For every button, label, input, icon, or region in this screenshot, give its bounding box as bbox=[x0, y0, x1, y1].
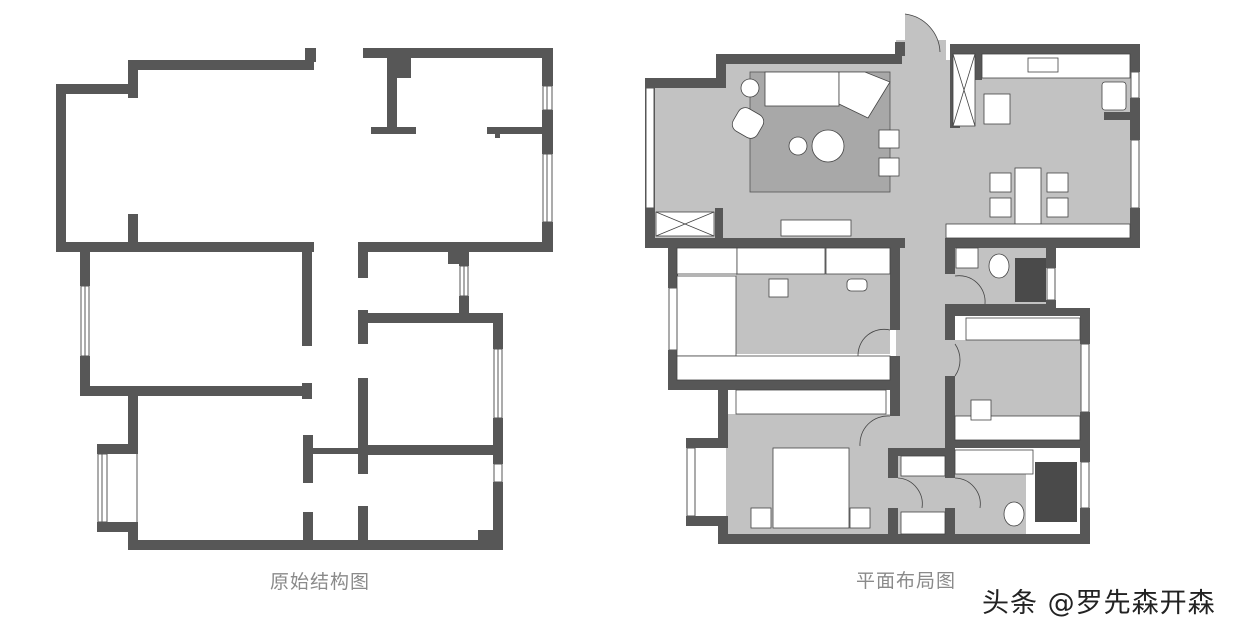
wardrobe bbox=[900, 455, 946, 477]
nightstand bbox=[750, 507, 772, 529]
sink bbox=[1101, 81, 1127, 111]
door-swings bbox=[857, 13, 986, 509]
nightstand bbox=[849, 507, 871, 529]
armchair bbox=[731, 107, 765, 139]
showers bbox=[1015, 258, 1077, 522]
wardrobe bbox=[965, 317, 1081, 341]
dining-table bbox=[1014, 167, 1042, 225]
bed bbox=[772, 447, 850, 529]
study-chair bbox=[970, 399, 992, 421]
dining-chair bbox=[1046, 197, 1069, 218]
layout-furniture bbox=[655, 53, 1131, 535]
dining-chair bbox=[989, 197, 1012, 218]
wardrobe bbox=[900, 511, 946, 535]
dining-chair bbox=[1046, 172, 1069, 193]
wardrobe bbox=[676, 355, 891, 381]
basin bbox=[955, 247, 979, 269]
watermark: 头条 @罗先森开森 bbox=[982, 588, 1216, 619]
dining-chair bbox=[989, 172, 1012, 193]
ottoman bbox=[878, 157, 900, 177]
original-walls bbox=[56, 48, 553, 550]
layout-plan-caption: 平面布局图 bbox=[856, 570, 957, 592]
piano bbox=[825, 247, 891, 275]
sofa bbox=[764, 71, 840, 107]
side-table bbox=[740, 78, 760, 98]
original-plan-caption: 原始结构图 bbox=[270, 571, 371, 593]
sideboard bbox=[945, 223, 1131, 239]
toilet bbox=[1003, 501, 1025, 527]
wardrobe bbox=[676, 247, 738, 275]
bunk-bed bbox=[676, 275, 737, 357]
tv-cabinet bbox=[780, 219, 852, 237]
coffee-table-small bbox=[788, 136, 808, 156]
toilet bbox=[988, 253, 1010, 279]
ottoman bbox=[878, 129, 900, 149]
original-windows bbox=[56, 85, 553, 523]
desk-chair bbox=[768, 278, 789, 298]
wardrobe bbox=[735, 389, 887, 415]
oven bbox=[983, 93, 1011, 125]
cooktop bbox=[1027, 57, 1059, 73]
sofa-chaise bbox=[838, 71, 891, 119]
shelf bbox=[736, 247, 826, 275]
coffee-table-large bbox=[811, 129, 845, 163]
layout-windows bbox=[645, 71, 1140, 517]
vanity bbox=[954, 449, 1034, 475]
stool bbox=[846, 278, 868, 292]
